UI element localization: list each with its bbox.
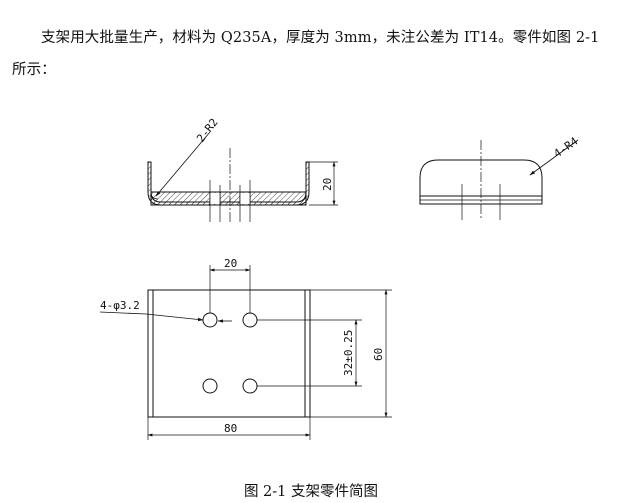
top-width-label: 80 [224, 422, 237, 435]
hole-bottom-right [242, 378, 258, 394]
top-height-label: 60 [372, 348, 385, 361]
side-outline [419, 159, 543, 205]
side-view [419, 139, 579, 220]
hole-top-right [242, 312, 258, 328]
side-radius-leader [529, 139, 579, 176]
front-radius-label: 2-R2 [194, 116, 221, 145]
intro-paragraph: 支架用大批量生产，材料为 Q235A，厚度为 3mm，未注公差为 IT14。零件… [12, 30, 600, 78]
top-view [99, 265, 392, 440]
figure-caption: 图 2-1 支架零件简图 [243, 484, 379, 500]
top-hole-label: 4-φ3.2 [100, 299, 140, 312]
side-radius-label: 4-R4 [551, 134, 580, 160]
front-view [147, 131, 338, 222]
front-height-label: 20 [321, 178, 334, 191]
top-hole-leader [145, 313, 204, 322]
front-radius-leader [155, 131, 211, 197]
hole-top-left [202, 312, 218, 328]
hole-bottom-left [202, 378, 218, 394]
top-hole-spacing-label: 20 [224, 257, 237, 270]
top-outline [147, 289, 311, 418]
top-row-spacing-label: 32±0.25 [342, 330, 355, 376]
